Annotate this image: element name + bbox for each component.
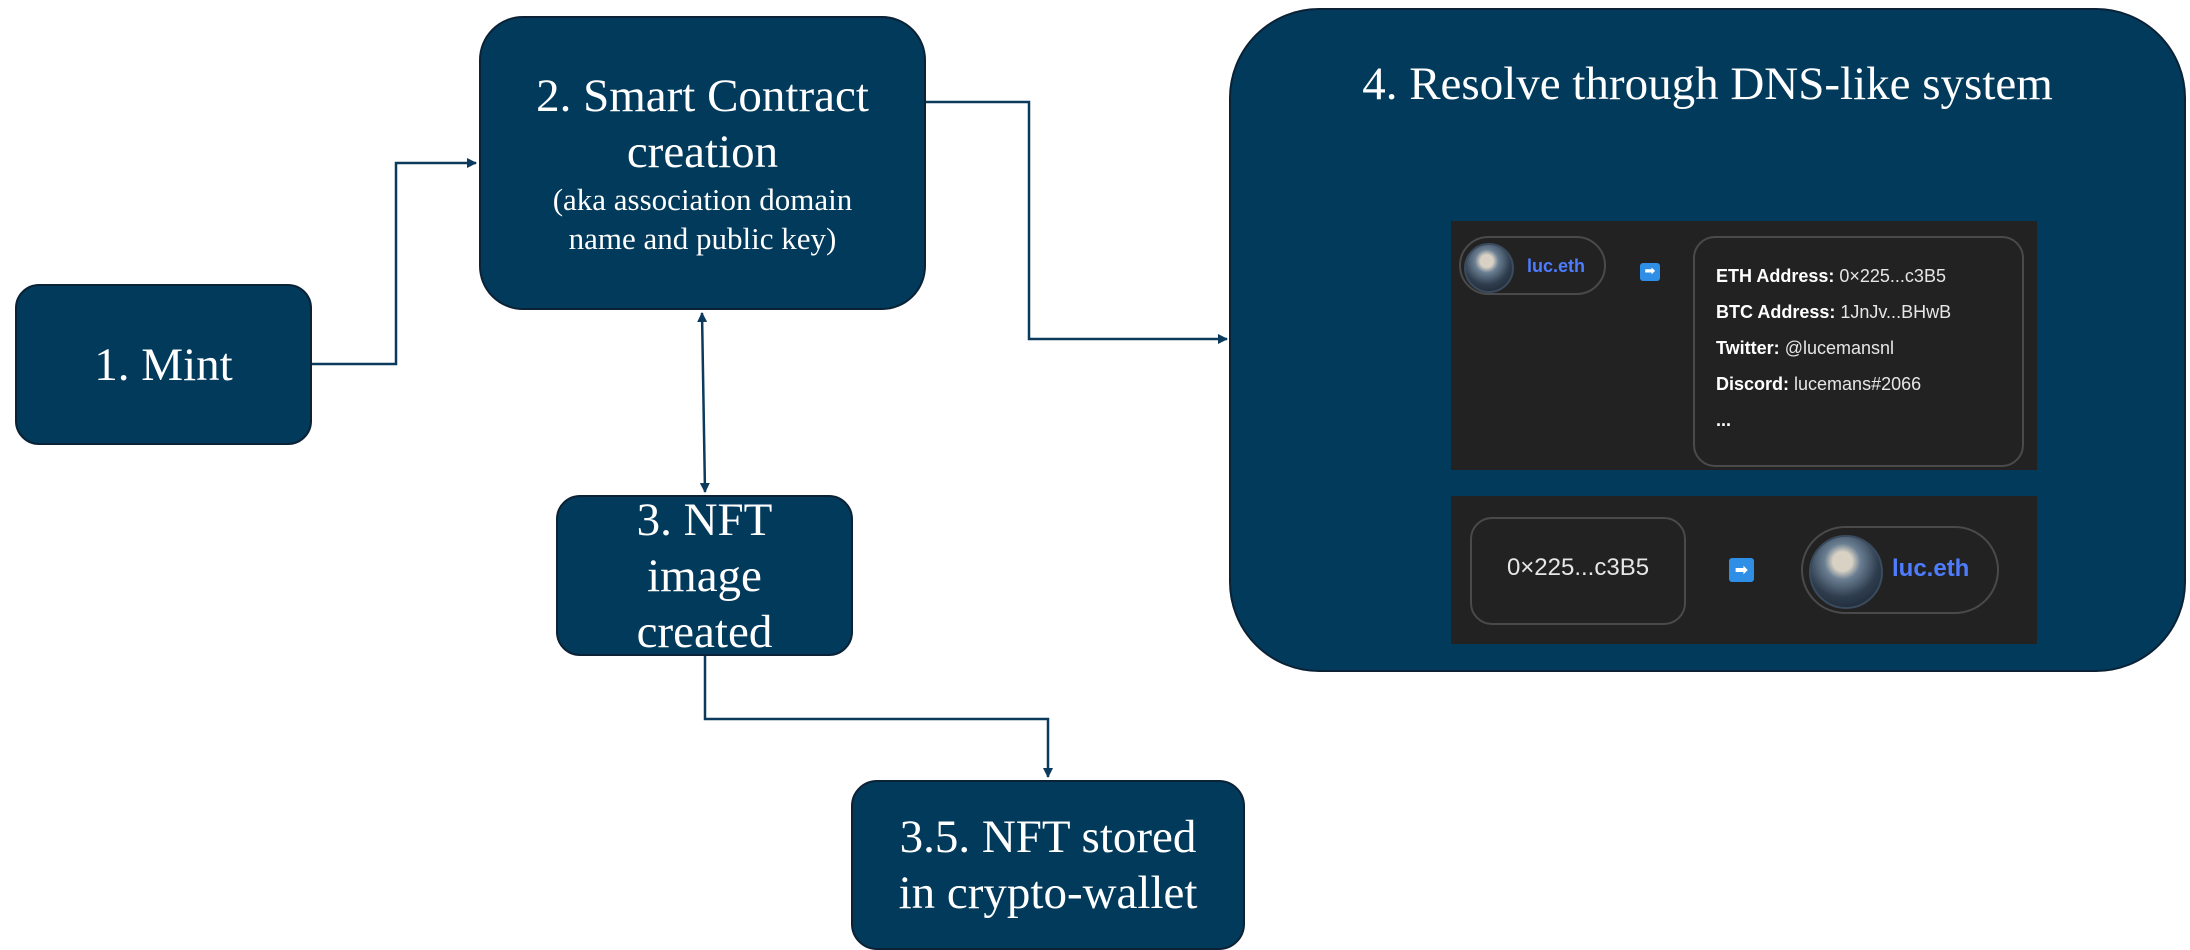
step-stored-line2: in crypto-wallet <box>898 867 1198 919</box>
ens-name: luc.eth <box>1527 256 1586 276</box>
avatar <box>1809 535 1883 609</box>
right-arrow-icon: ➡ <box>1640 263 1660 281</box>
step-mint-box: 1. Mint <box>15 284 312 445</box>
step-contract-note-line2: name and public key) <box>568 221 837 256</box>
record-btc: BTC Address: 1JnJv...BHwB <box>1716 302 1952 322</box>
record-more: ... <box>1716 410 1732 430</box>
address-text: 0×225...c3B5 <box>1506 554 1650 581</box>
arrow-contract-to-resolve <box>926 100 1228 344</box>
step-smart-contract-box: 2. Smart Contract creation (aka associat… <box>479 16 926 310</box>
step-resolve-title: 4. Resolve through DNS-like system <box>1362 58 2053 110</box>
record-discord: Discord: lucemans#2066 <box>1716 374 1922 394</box>
arrow-nft-to-stored <box>703 656 1053 778</box>
step-nft-stored-box: 3.5. NFT stored in crypto-wallet <box>851 780 1245 950</box>
forward-lookup-panel: luc.eth ➡ ETH Address: 0×225...c3B5 BTC … <box>1451 221 2037 470</box>
address-pill <box>1470 517 1686 625</box>
name-pill <box>1801 526 1999 614</box>
step-mint-title: 1. Mint <box>94 338 233 391</box>
record-eth: ETH Address: 0×225...c3B5 <box>1716 266 1946 286</box>
arrow-contract-nft-bidirectional <box>697 312 710 493</box>
right-arrow-icon: ➡ <box>1729 558 1754 582</box>
avatar <box>1464 243 1514 293</box>
step-nft-line2: image <box>647 549 762 602</box>
step-nft-line3: created <box>636 605 773 658</box>
name-pill <box>1459 236 1606 295</box>
step-stored-line1: 3.5. NFT stored <box>899 811 1197 863</box>
records-card: ETH Address: 0×225...c3B5 BTC Address: 1… <box>1693 236 2024 467</box>
reverse-lookup-panel: 0×225...c3B5 ➡ luc.eth <box>1451 496 2037 644</box>
step-contract-note-line1: (aka association domain <box>552 182 853 217</box>
ens-name: luc.eth <box>1892 555 1970 582</box>
record-twitter: Twitter: @lucemansnl <box>1716 338 1895 358</box>
step-nft-line1: 3. NFT <box>636 493 773 546</box>
arrow-mint-to-contract <box>312 158 477 366</box>
step-contract-title-line2: creation <box>626 126 779 178</box>
step-nft-image-box: 3. NFT image created <box>556 493 853 658</box>
step-contract-title-line1: 2. Smart Contract <box>536 70 869 122</box>
